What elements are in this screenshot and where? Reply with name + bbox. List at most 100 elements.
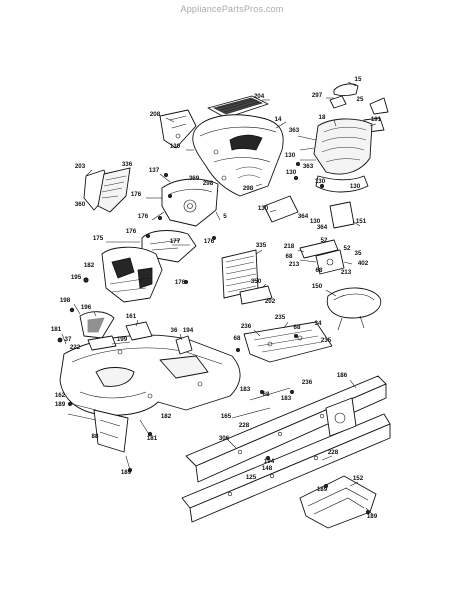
- part-callout-189: 189: [55, 401, 66, 408]
- part-callout-152: 152: [353, 475, 364, 482]
- part-callout-199: 199: [117, 336, 128, 343]
- part-callout-68: 68: [263, 391, 270, 398]
- part-callout-228: 228: [239, 422, 250, 429]
- part-callout-198: 198: [60, 297, 71, 304]
- part-callout-88: 88: [92, 433, 99, 440]
- part-callout-208: 208: [150, 111, 161, 118]
- part-callout-150: 150: [312, 283, 323, 290]
- hood-assembly: [159, 95, 284, 197]
- part-callout-306: 306: [219, 435, 230, 442]
- part-callout-176: 176: [175, 279, 186, 286]
- grille-panel: [221, 249, 273, 305]
- part-callout-130: 130: [258, 205, 269, 212]
- part-callout-176: 176: [131, 191, 142, 198]
- part-callout-364: 364: [298, 213, 309, 220]
- part-callout-222: 222: [70, 344, 81, 351]
- part-callout-37: 37: [65, 336, 72, 343]
- part-callout-137: 137: [149, 167, 160, 174]
- part-callout-202: 202: [265, 298, 276, 305]
- part-callout-402: 402: [358, 260, 369, 267]
- part-callout-130: 130: [310, 218, 321, 225]
- part-callout-176: 176: [126, 228, 137, 235]
- part-callout-165: 165: [221, 413, 232, 420]
- part-callout-25: 25: [357, 96, 364, 103]
- part-callout-125: 125: [246, 474, 257, 481]
- lower-brackets: [67, 403, 151, 471]
- part-callout-15: 15: [355, 76, 362, 83]
- part-callout-176: 176: [204, 238, 215, 245]
- hardware-fasteners: [57, 161, 370, 514]
- part-callout-52: 52: [344, 245, 351, 252]
- part-callout-363: 363: [303, 163, 314, 170]
- part-callout-68: 68: [234, 335, 241, 342]
- part-callout-236: 236: [302, 379, 313, 386]
- callout-labels: 15 297 25 204 14 208 18 191 363 130 130 363 130 130 13…: [51, 76, 382, 520]
- part-callout-151: 151: [356, 218, 367, 225]
- part-callout-297: 297: [312, 92, 323, 99]
- part-callout-183: 183: [240, 386, 251, 393]
- part-callout-360: 360: [75, 201, 86, 208]
- part-callout-195: 195: [71, 274, 82, 281]
- part-callout-181: 181: [51, 326, 62, 333]
- hood-insert-parts: [299, 83, 389, 193]
- part-callout-364: 364: [317, 224, 328, 231]
- part-callout-204: 204: [254, 93, 265, 100]
- part-callout-228: 228: [328, 449, 339, 456]
- part-callout-182: 182: [84, 262, 95, 269]
- part-callout-14: 14: [275, 116, 282, 123]
- part-callout-298: 298: [203, 180, 214, 187]
- part-callout-18: 18: [319, 114, 326, 121]
- part-callout-186: 186: [337, 372, 348, 379]
- part-callout-335: 335: [256, 242, 267, 249]
- part-callout-196: 196: [81, 304, 92, 311]
- part-callout-130: 130: [286, 169, 297, 176]
- rear-shield: [299, 475, 377, 529]
- part-callout-213: 213: [341, 269, 352, 276]
- part-callout-363: 363: [289, 127, 300, 134]
- part-callout-5: 5: [223, 213, 227, 220]
- part-callout-218: 218: [284, 243, 295, 250]
- part-callout-34: 34: [315, 320, 322, 327]
- part-callout-298: 298: [243, 185, 254, 192]
- part-callout-189: 189: [121, 469, 132, 476]
- part-callout-336: 336: [122, 161, 133, 168]
- part-callout-148: 148: [262, 465, 273, 472]
- part-callout-235: 235: [321, 337, 332, 344]
- part-callout-130: 130: [285, 152, 296, 159]
- part-callout-194: 194: [264, 458, 275, 465]
- part-callout-181: 181: [147, 435, 158, 442]
- frame-rails: [181, 375, 391, 523]
- part-callout-177: 177: [170, 238, 181, 245]
- watermark-text: AppliancePartsPros.com: [180, 4, 284, 14]
- steering-bracket: [263, 195, 355, 275]
- part-callout-213: 213: [289, 261, 300, 268]
- part-callout-369: 369: [189, 175, 200, 182]
- part-callout-194: 194: [183, 327, 194, 334]
- part-callout-350: 350: [251, 278, 262, 285]
- part-callout-176: 176: [138, 213, 149, 220]
- part-callout-68: 68: [294, 324, 301, 331]
- side-panel-left: [83, 167, 131, 213]
- part-callout-130: 130: [350, 183, 361, 190]
- part-callout-35: 35: [355, 250, 362, 257]
- part-callout-161: 161: [126, 313, 137, 320]
- footrest-plate: [243, 321, 333, 363]
- part-callout-182: 182: [161, 413, 172, 420]
- part-callout-130: 130: [315, 178, 326, 185]
- fender-body: [59, 311, 241, 416]
- part-callout-191: 191: [371, 116, 382, 123]
- part-callout-183: 183: [281, 395, 292, 402]
- part-callout-236: 236: [241, 323, 252, 330]
- part-callout-52: 52: [321, 237, 328, 244]
- part-callout-130: 130: [170, 143, 181, 150]
- dash-console: [101, 178, 219, 303]
- part-callout-68: 68: [286, 253, 293, 260]
- part-callout-189: 189: [317, 486, 328, 493]
- part-callout-36: 36: [171, 327, 178, 334]
- part-callout-68: 68: [316, 267, 323, 274]
- part-callout-175: 175: [93, 235, 104, 242]
- part-callout-162: 162: [55, 392, 66, 399]
- seat-pan: [326, 287, 382, 331]
- part-callout-203: 203: [75, 163, 86, 170]
